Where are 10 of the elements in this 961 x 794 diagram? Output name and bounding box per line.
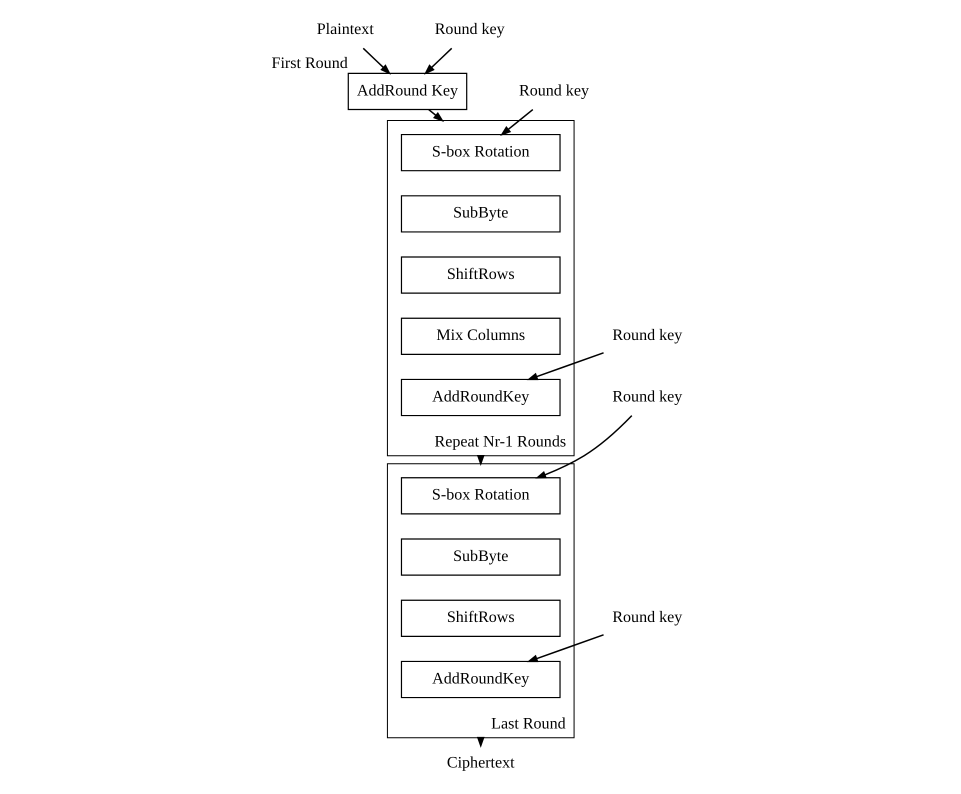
node-text: Round key (612, 327, 682, 344)
node-text: Round key (612, 388, 682, 406)
node-text: Round key (612, 609, 682, 626)
node-text: Round key (434, 21, 504, 38)
node-label: Last Round (490, 715, 566, 732)
node-text: Ciphertext (446, 754, 514, 772)
node-text: Round key (518, 82, 588, 100)
node-label: Repeat Nr-1 Rounds (434, 433, 566, 450)
node-label: First Round (271, 55, 348, 72)
node-text: Plaintext (316, 21, 374, 38)
